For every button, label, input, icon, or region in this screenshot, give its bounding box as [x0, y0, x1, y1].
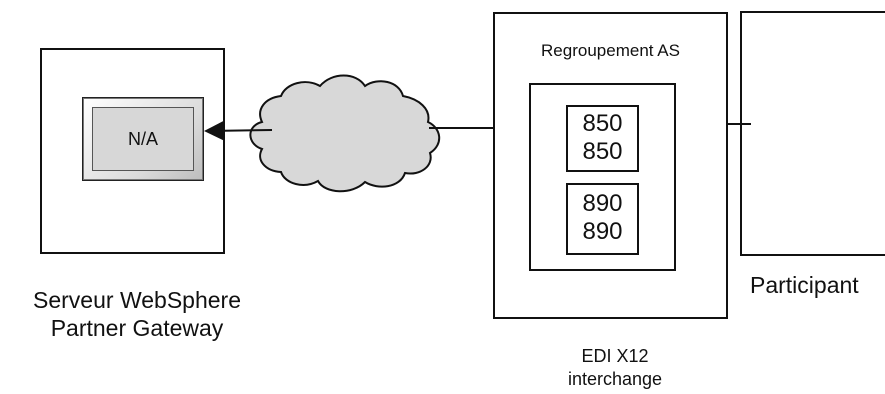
document-890-line2: 890	[582, 218, 623, 245]
edi-caption-line2: interchange	[567, 369, 663, 389]
document-850-line1: 850	[582, 110, 623, 137]
websphere-server-title: Serveur WebSphere Partner Gateway	[0, 286, 274, 342]
na-label: N/A	[127, 128, 158, 149]
document-890-line1: 890	[582, 190, 623, 217]
websphere-title-line1: Serveur WebSphere	[33, 287, 241, 313]
cloud-icon	[249, 74, 441, 193]
edi-interchange-caption: EDI X12 interchange	[566, 345, 664, 391]
document-890: 890 890	[566, 183, 639, 255]
participant-box	[740, 11, 885, 256]
websphere-title-line2: Partner Gateway	[50, 315, 224, 341]
network-cloud	[249, 74, 441, 193]
document-850-line2: 850	[582, 138, 623, 165]
participant-label: Participant	[750, 272, 859, 298]
na-node: N/A	[82, 97, 204, 181]
edi-caption-line1: EDI X12	[581, 346, 649, 366]
as-grouping-title: Regroupement AS	[541, 41, 680, 60]
document-850: 850 850	[566, 105, 639, 172]
